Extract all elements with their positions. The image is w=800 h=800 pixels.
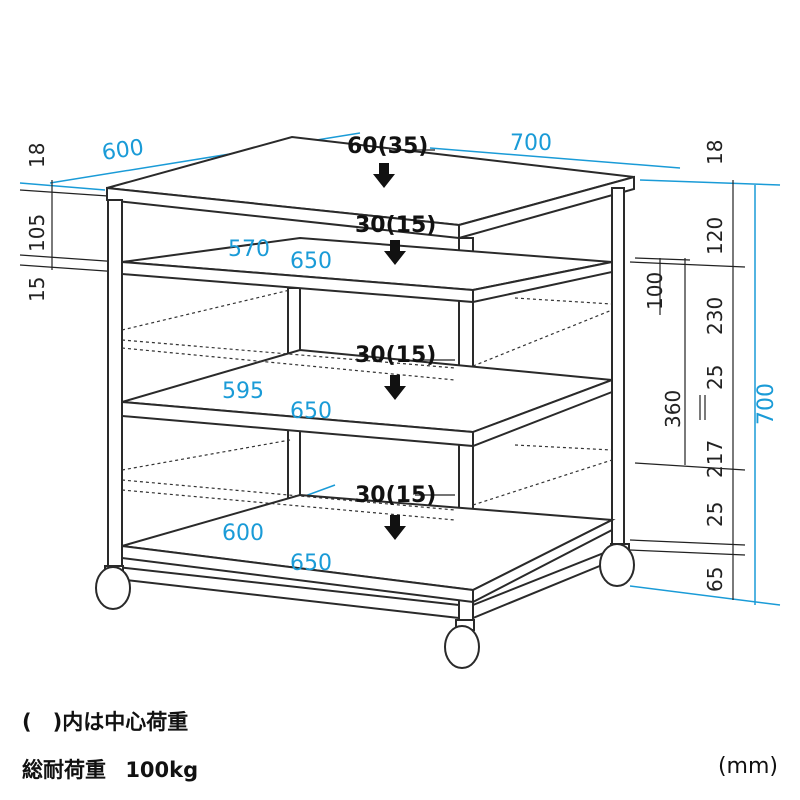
dim-left-top-thickness: 18 <box>25 143 49 168</box>
arrow-top <box>373 163 395 188</box>
dim-right-lower-space: 217 <box>703 440 727 478</box>
arrow-shelf3 <box>384 515 406 540</box>
arrow-shelf2 <box>384 375 406 400</box>
dim-width-top: 700 <box>510 131 552 156</box>
dim-right-top-thickness: 18 <box>703 140 727 165</box>
dim-shelf1-width: 650 <box>290 249 332 274</box>
dim-shelf1-depth: 570 <box>228 237 270 262</box>
total-load-value: 100kg <box>125 758 199 782</box>
dim-right-floor-clearance: 65 <box>703 567 727 592</box>
dim-total-height: 700 <box>754 383 779 425</box>
dim-right-middle-space: 360 <box>661 390 685 428</box>
black-guide-lines <box>19 149 746 600</box>
dim-right-shelf-thick-2: 25 <box>703 502 727 527</box>
caster-back-right <box>599 543 635 587</box>
dim-right-upper-space: 230 <box>703 297 727 335</box>
dim-left-shelf-thickness: 15 <box>25 277 49 302</box>
casters <box>95 543 635 669</box>
load-shelf-3: 30(15) <box>355 483 436 508</box>
dim-shelf3-width: 650 <box>290 551 332 576</box>
unit-label: (mm) <box>717 754 778 779</box>
dim-right-shelf-thick-1: 25 <box>703 365 727 390</box>
back-right-post <box>611 187 625 549</box>
load-shelf-2: 30(15) <box>355 343 436 368</box>
dim-depth-top: 600 <box>100 135 145 166</box>
load-top: 60(35) <box>347 134 428 159</box>
center-load-note: ( )内は中心荷重 <box>22 710 189 734</box>
caster-front-right <box>444 625 480 669</box>
load-arrows <box>373 163 406 540</box>
dim-left-gap: 105 <box>25 214 49 252</box>
total-load-label: 総耐荷重 <box>22 758 106 782</box>
dim-right-upper-gap: 120 <box>703 217 727 255</box>
dim-right-adjust-range: 100 <box>643 272 667 310</box>
dim-shelf3-depth: 600 <box>222 521 264 546</box>
total-load-note: 総耐荷重 100kg <box>22 754 198 784</box>
dotted-shelf-positions <box>121 289 613 521</box>
dim-shelf2-width: 650 <box>290 399 332 424</box>
cart-frame <box>106 135 635 624</box>
front-left-post <box>107 199 123 571</box>
caster-front-left <box>95 566 131 610</box>
load-shelf-1: 30(15) <box>355 213 436 238</box>
arrow-shelf1 <box>384 240 406 265</box>
dim-shelf2-depth: 595 <box>222 379 264 404</box>
